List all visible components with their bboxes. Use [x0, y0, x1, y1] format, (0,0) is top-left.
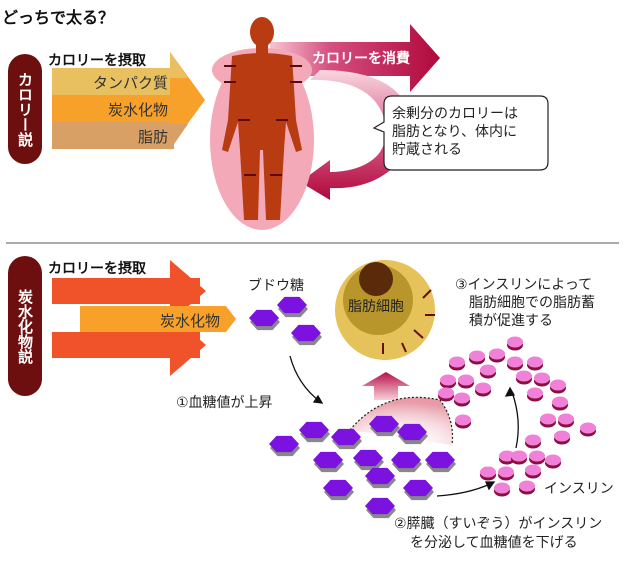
calorie-intake-arrow [52, 52, 205, 168]
insulin-dot [519, 480, 535, 492]
insulin-dot [499, 450, 515, 462]
calorie-theory-badge: カロリー説 [8, 54, 42, 164]
insulin-dot [440, 374, 456, 386]
insulin-label: インスリン [544, 481, 614, 497]
insulin-dot [507, 336, 523, 348]
step2-text: ②膵臓（すいぞう）がインスリン を分泌して血糖値を下げる [394, 515, 602, 553]
glucose-hexagon [331, 428, 361, 446]
insulin-dot [540, 413, 556, 425]
glucose-hexagon [425, 451, 455, 469]
pancreas-to-insulin-arrow [436, 483, 491, 497]
bubble-line-2: 脂肪となり、体内に [392, 124, 518, 140]
insulin-dot [489, 348, 505, 360]
carb-theory-badge: 炭水化物説 [8, 256, 42, 396]
glucose-hexagon [277, 296, 307, 314]
speech-bubble [372, 95, 549, 171]
insulin-dot [558, 413, 574, 425]
insulin-dot [475, 382, 491, 394]
insulin-dot [529, 450, 545, 462]
step3-text: ③インスリンによって 脂肪細胞での脂肪蓄 積が促進する [455, 276, 595, 330]
fat-cell-label: 脂肪細胞 [348, 299, 404, 315]
insulin-dot [525, 464, 541, 476]
carb-nutrient-label: 炭水化物 [159, 312, 220, 330]
bubble-line-3: 貯蔵される [392, 142, 462, 158]
step2-line-1: ②膵臓（すいぞう）がインスリン [394, 516, 603, 532]
glucose-hexagon [403, 479, 433, 497]
nutrient-carb: 炭水化物 [107, 101, 168, 119]
insulin-dot [527, 356, 543, 368]
glucose-molecules [249, 296, 456, 519]
glucose-hexagon [249, 309, 279, 327]
insulin-dot [454, 392, 470, 404]
glucose-hexagon [313, 451, 343, 469]
insulin-dot [438, 387, 454, 399]
carb-intake-label: カロリーを摂取 [48, 261, 146, 277]
insulin-dot [511, 450, 527, 462]
insulin-dot [498, 466, 514, 478]
nutrient-protein: タンパク質 [92, 74, 168, 92]
insulin-dot [480, 466, 496, 478]
protein-band [52, 68, 174, 95]
glucose-hexagon [269, 435, 299, 453]
step2-line-2: を分泌して血糖値を下げる [410, 535, 578, 551]
insulin-dot [458, 374, 474, 386]
insulin-molecules [438, 336, 596, 497]
insulin-dot [525, 434, 541, 446]
calorie-consume-label: カロリーを消費 [312, 51, 410, 67]
insulin-dot [469, 350, 485, 362]
glucose-hexagon [391, 451, 421, 469]
storage-bubble-text: 余剰分のカロリーは 脂肪となり、体内に 貯蔵される [392, 105, 518, 159]
insulin-dot [527, 387, 543, 399]
flow-arrows [289, 355, 519, 497]
insulin-dot [534, 372, 550, 384]
insulin-dot [480, 364, 496, 376]
insulin-to-cell-arrow [511, 391, 519, 449]
glucose-label: ブドウ糖 [248, 278, 304, 294]
step1-text: ①血糖値が上昇 [176, 395, 273, 411]
insulin-dot [516, 370, 532, 382]
carb-band [52, 95, 174, 122]
insulin-dot [494, 482, 510, 494]
glucose-to-blood-arrow [289, 355, 323, 404]
glucose-hexagon [365, 497, 395, 515]
glucose-hexagon [291, 324, 321, 342]
page-title: どっちで太る？ [2, 8, 115, 27]
glucose-hexagon [397, 423, 427, 441]
insulin-dot [550, 379, 566, 391]
step3-line-1: ③インスリンによって [455, 277, 593, 293]
calorie-intake-label: カロリーを摂取 [48, 53, 146, 69]
bubble-line-1: 余剰分のカロリーは [392, 106, 518, 122]
insulin-dot [449, 356, 465, 368]
fat-cell [335, 260, 435, 360]
glucose-hexagon [369, 415, 399, 433]
carb-intake-arrow [52, 260, 236, 376]
step3-line-3: 積が促進する [469, 313, 553, 329]
storage-curl-arrow [300, 70, 411, 200]
fat-band [52, 122, 174, 149]
glucose-hexagon [323, 479, 353, 497]
insulin-dot [552, 396, 568, 408]
calorie-consume-arrow [270, 24, 440, 92]
expansion-arrows [224, 65, 302, 176]
fat-storage-arrows [382, 289, 435, 354]
insulin-dot [554, 430, 570, 442]
nutrient-fat: 脂肪 [137, 128, 168, 146]
glucose-hexagon [353, 449, 383, 467]
insulin-up-arrow [362, 372, 410, 400]
insulin-dot [580, 422, 596, 434]
insulin-dot [545, 454, 561, 466]
glucose-hexagon [365, 467, 395, 485]
insulin-dot [455, 414, 471, 426]
human-body-silhouette [222, 17, 302, 220]
glucose-hexagon [299, 421, 329, 439]
step3-line-2: 脂肪細胞での脂肪蓄 [469, 295, 595, 311]
insulin-dot [507, 356, 523, 368]
